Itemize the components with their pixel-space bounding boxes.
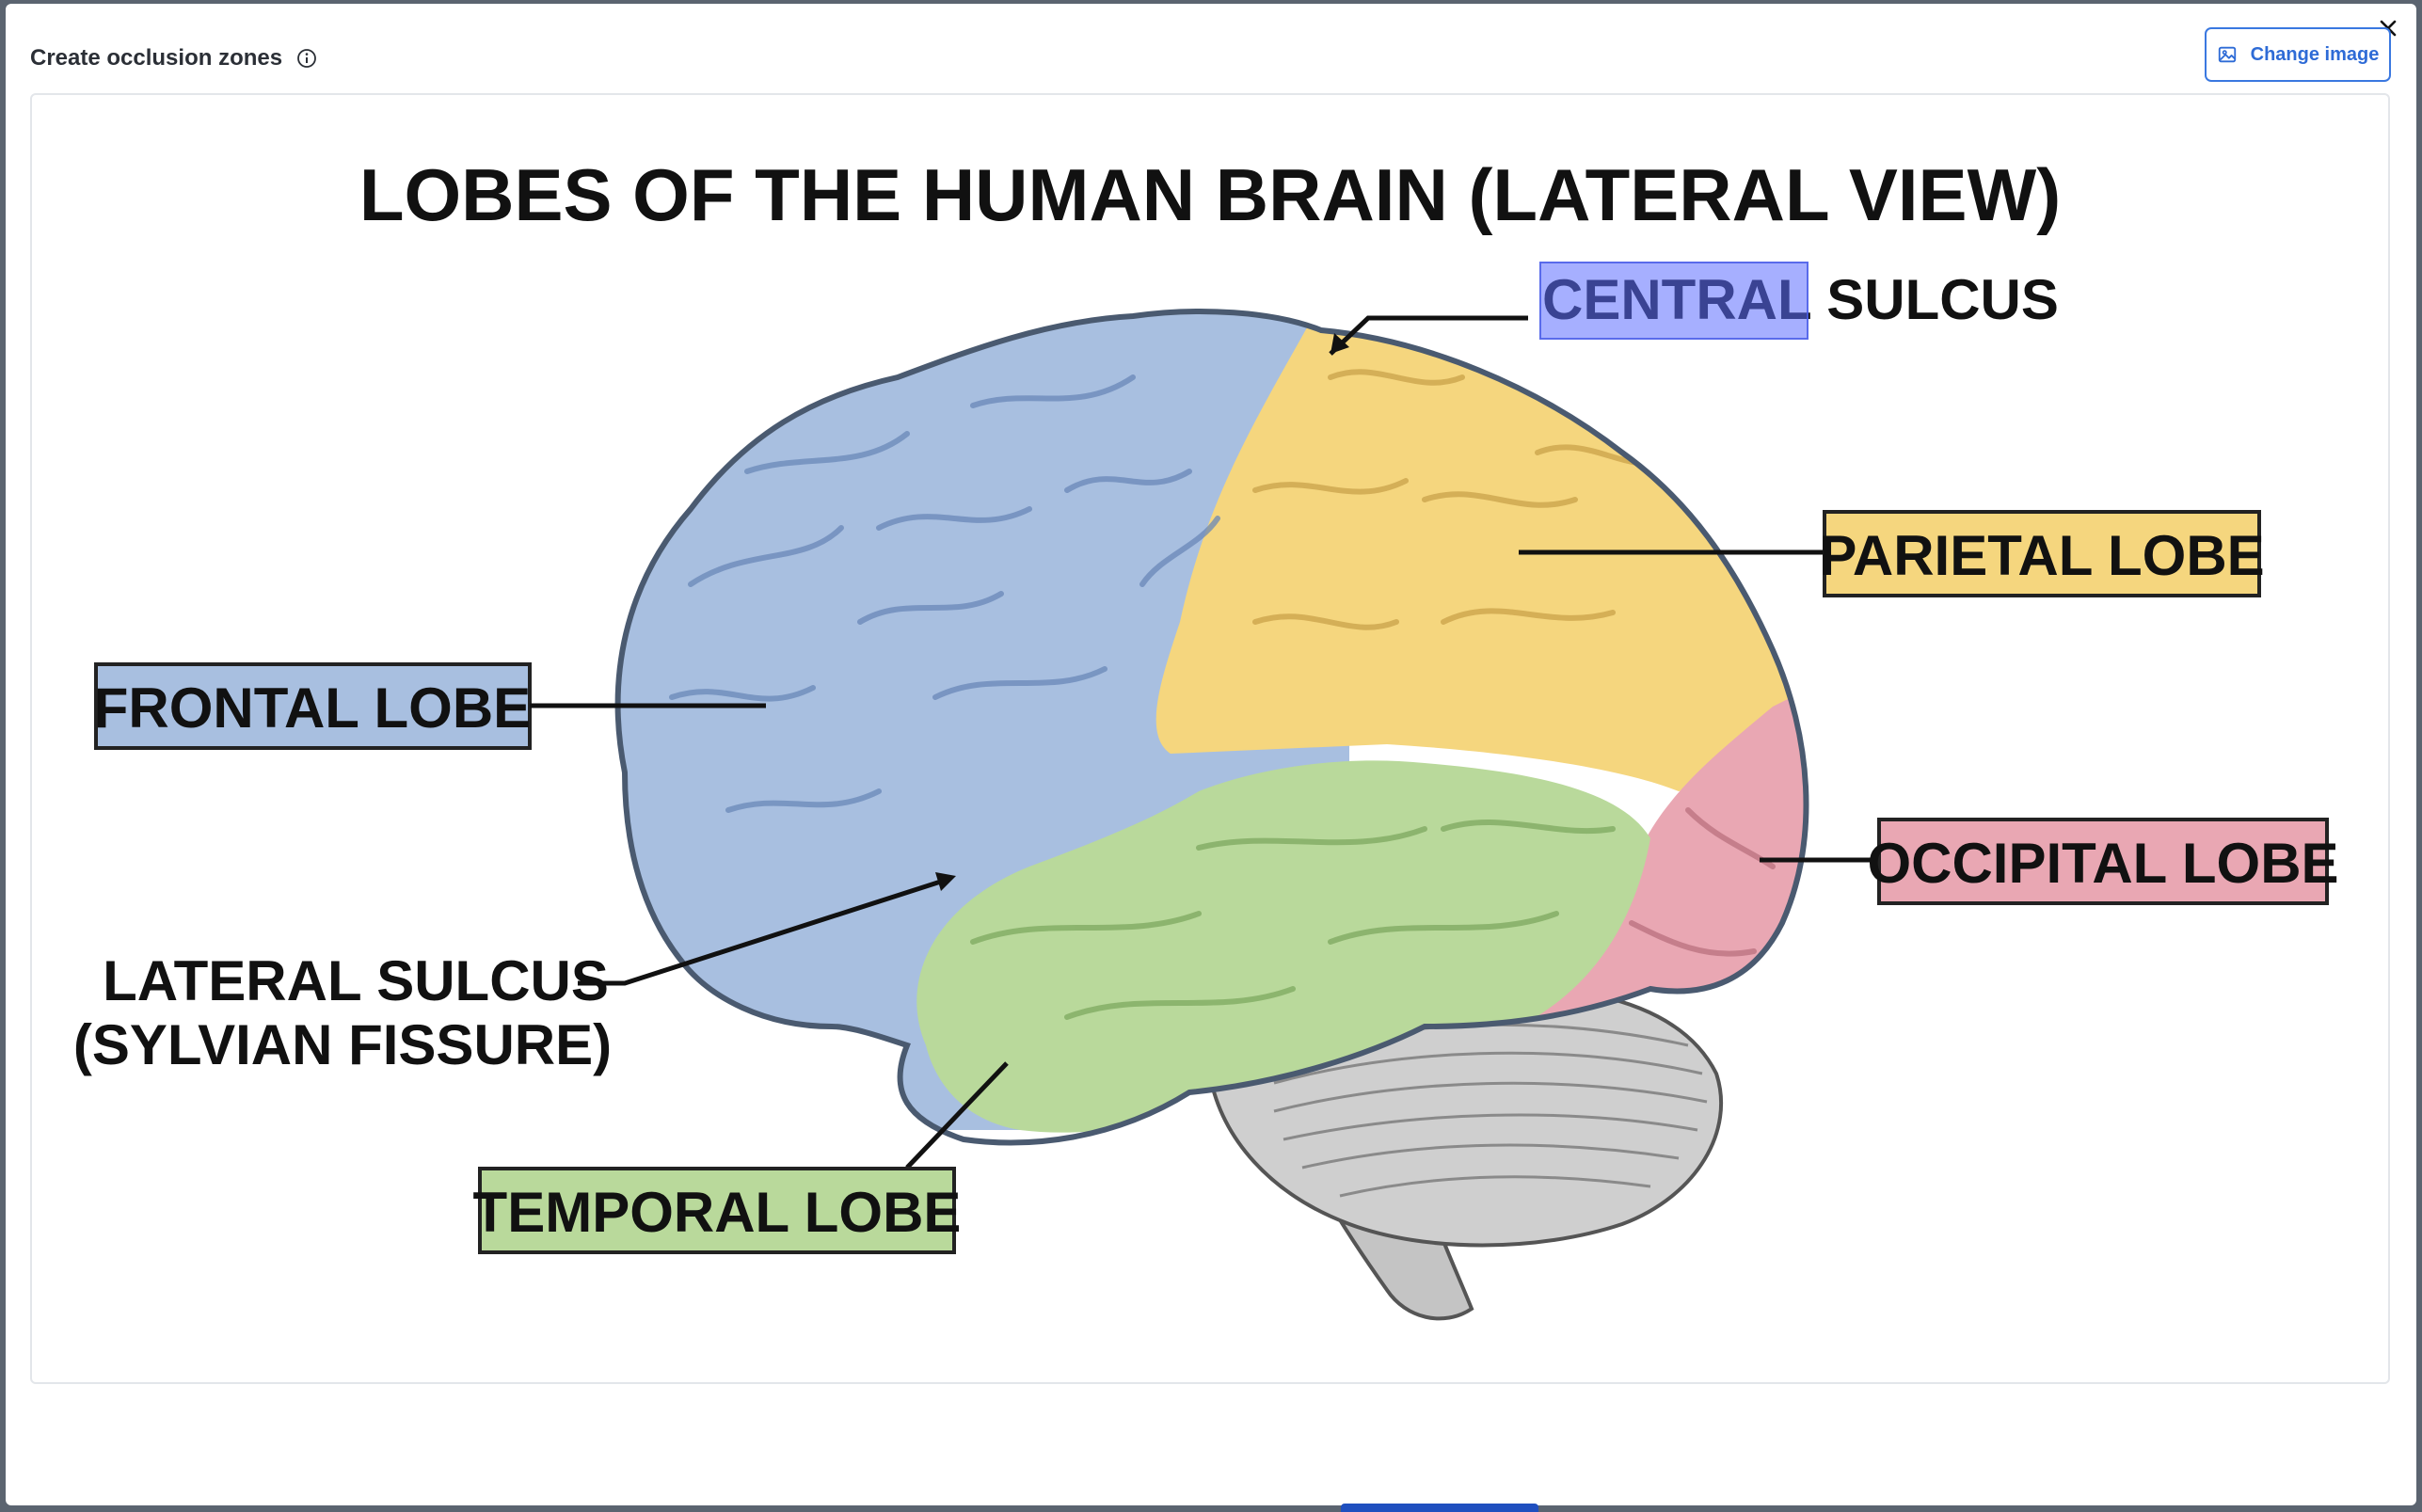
arrow-lateral-sulcus	[578, 876, 950, 986]
arrowhead-central-sulcus	[1331, 333, 1349, 354]
dialog-title: Create occlusion zones	[30, 45, 283, 71]
occlusion-zone[interactable]	[1539, 262, 1809, 340]
occlusion-dialog: Create occlusion zones Change image	[6, 4, 2416, 1505]
label-box-temporal	[478, 1167, 956, 1254]
brain-outline	[614, 309, 1809, 1146]
arrowhead-lateral-sulcus	[935, 872, 956, 891]
brain-diagram: LOBES OF THE HUMAN BRAIN (LATERAL VIEW)	[73, 153, 2339, 1321]
label-box-frontal	[94, 662, 532, 750]
image-icon	[2218, 46, 2236, 63]
label-box-parietal	[1823, 510, 2261, 597]
label-lateral-sulcus-line2: (SYLVIAN FISSURE)	[73, 1013, 612, 1076]
label-occipital-lobe: OCCIPITAL LOBE	[1867, 832, 2338, 895]
label-box-occipital	[1877, 818, 2329, 905]
gyri-texture	[669, 369, 1776, 1020]
label-parietal-lobe: PARIETAL LOBE	[1819, 524, 2264, 587]
label-lateral-sulcus-line1: LATERAL SULCUS	[103, 949, 609, 1012]
bottom-accent-bar	[1341, 1504, 1538, 1512]
label-temporal-lobe: TEMPORAL LOBE	[473, 1181, 962, 1244]
dialog-header: Create occlusion zones	[30, 41, 318, 75]
diagram-title: LOBES OF THE HUMAN BRAIN (LATERAL VIEW)	[359, 153, 2061, 236]
change-image-button[interactable]: Change image	[2205, 27, 2391, 82]
leader-temporal	[905, 1061, 1009, 1170]
label-frontal-lobe: FRONTAL LOBE	[94, 676, 531, 740]
cerebellum-folia	[1273, 1023, 1708, 1198]
info-circle-icon[interactable]	[295, 47, 318, 70]
image-canvas[interactable]: LOBES OF THE HUMAN BRAIN (LATERAL VIEW)	[30, 93, 2390, 1384]
change-image-label: Change image	[2250, 43, 2380, 65]
